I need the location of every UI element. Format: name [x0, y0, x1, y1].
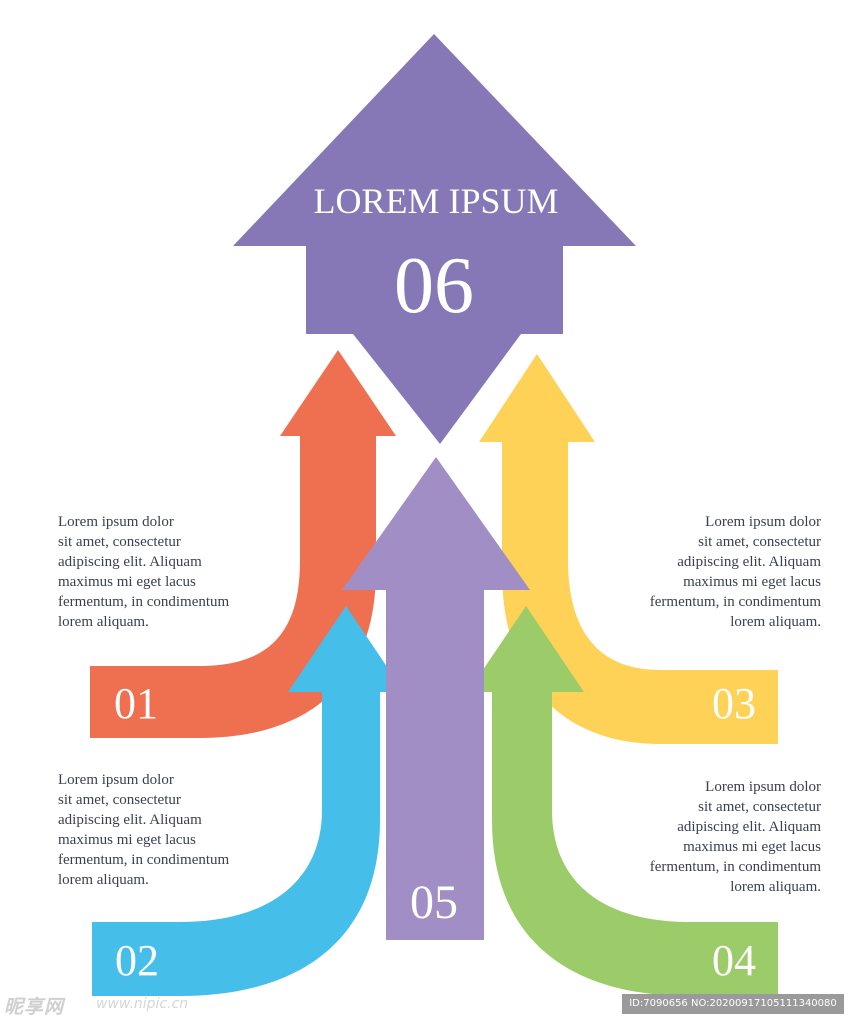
- arrow-01-label: 01: [114, 679, 158, 728]
- arrow-02: [92, 606, 404, 996]
- arrow-04-label: 04: [712, 936, 756, 985]
- watermark-logo: 昵享网: [4, 996, 65, 1018]
- arrow-03-label: 03: [712, 679, 756, 728]
- description-01: Lorem ipsum dolor sit amet, consectetur …: [58, 514, 230, 630]
- arrow-05: [342, 457, 530, 940]
- arrow-03: [479, 354, 778, 744]
- arrow-06-title: LOREM IPSUM: [313, 181, 558, 221]
- arrow-04: [468, 606, 778, 996]
- watermark-url: www.nipic.cn: [96, 996, 189, 1012]
- arrow-02-label: 02: [115, 936, 159, 985]
- arrow-06-label: 06: [394, 242, 474, 330]
- description-02: Lorem ipsum dolor sit amet, consectetur …: [58, 772, 230, 888]
- watermark-id: ID:7090656 NO:20200917105111340080: [622, 994, 844, 1014]
- arrow-01: [90, 350, 396, 738]
- description-04: Lorem ipsum dolor sit amet, consectetur …: [649, 779, 821, 895]
- arrow-06: [233, 34, 636, 444]
- description-03: Lorem ipsum dolor sit amet, consectetur …: [649, 514, 821, 630]
- arrow-05-label: 05: [410, 876, 458, 929]
